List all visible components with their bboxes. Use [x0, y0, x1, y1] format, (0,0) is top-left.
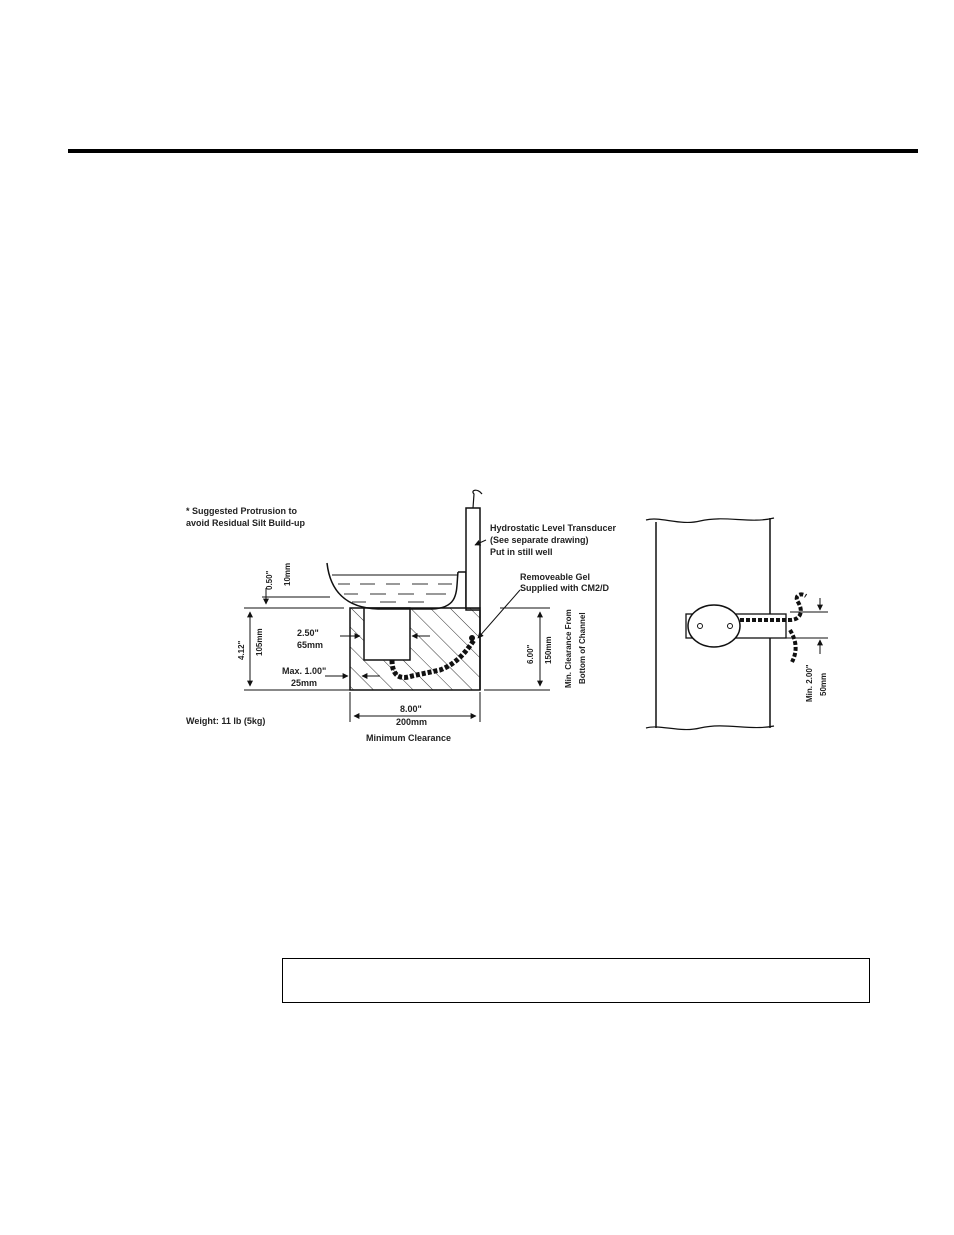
plan-cable [740, 592, 808, 622]
sensor-cable [389, 638, 477, 680]
dim-height-mm: 105mm [255, 628, 264, 656]
transducer-cable [472, 489, 483, 509]
dim-side-mm: 50mm [819, 673, 828, 696]
dim-side-in: Min. 2.00" [805, 664, 814, 702]
note-box [282, 958, 870, 1003]
dim-width-in: 8.00" [400, 704, 422, 714]
callout-gel-line1: Removeable Gel [520, 572, 590, 582]
min-clearance-label: Minimum Clearance [366, 733, 451, 743]
water-dashes [338, 583, 452, 603]
dim-width-mm: 200mm [396, 717, 427, 727]
callout-gel-line2: Supplied with CM2/D [520, 583, 609, 593]
sensor-body [363, 607, 411, 661]
header-rule [68, 149, 918, 153]
note-protrusion-line2: avoid Residual Silt Build-up [186, 518, 306, 528]
callout-transducer-line2: (See separate drawing) [490, 535, 589, 545]
weight-note: Weight: 11 lb (5kg) [186, 716, 265, 726]
dim-sensor-in: 2.50" [297, 628, 319, 638]
dim-height-in: 4.12" [237, 640, 246, 660]
transducer-tube [465, 507, 481, 609]
dim-sensor-mm: 65mm [297, 640, 323, 650]
bottom-clearance-line1: Min. Clearance From [564, 609, 573, 688]
dim-depth-mm: 150mm [544, 636, 553, 664]
section-view: * Suggested Protrusion to avoid Residual… [186, 489, 617, 743]
dim-gap-mm: 25mm [291, 678, 317, 688]
bottom-clearance-line2: Bottom of Channel [578, 612, 587, 684]
dim-gap-in: Max. 1.00" [282, 666, 326, 676]
channel-bowl [326, 562, 459, 610]
callout-transducer-line3: Put in still well [490, 547, 553, 557]
dim-depth-in: 6.00" [526, 644, 535, 664]
callout-transducer-line1: Hydrostatic Level Transducer [490, 523, 617, 533]
note-protrusion-line1: * Suggested Protrusion to [186, 506, 298, 516]
plan-view: Min. 2.00" 50mm [645, 517, 828, 731]
dim-protrusion-mm: 10mm [283, 563, 292, 586]
sensor-disc [687, 604, 741, 648]
dim-protrusion-in: 0.50" [265, 570, 274, 590]
